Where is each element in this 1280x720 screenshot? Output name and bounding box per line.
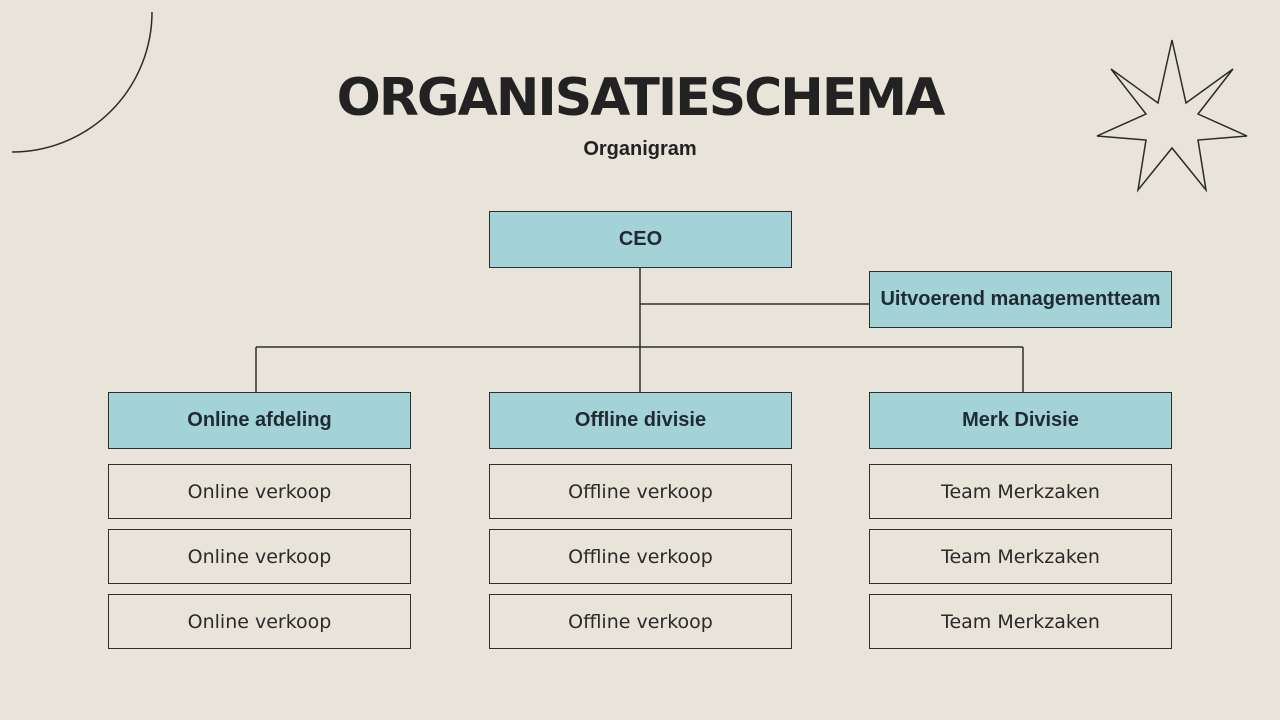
node-ceo: CEO	[489, 211, 792, 268]
node-brand-item-3: Team Merkzaken	[869, 594, 1172, 649]
node-management-team: Uitvoerend managementteam	[869, 271, 1172, 328]
decorative-arc	[11, 11, 153, 153]
node-division-brand: Merk Divisie	[869, 392, 1172, 449]
page-subtitle: Organigram	[583, 138, 697, 160]
node-brand-item-2: Team Merkzaken	[869, 529, 1172, 584]
node-online-item-3: Online verkoop	[108, 594, 411, 649]
node-online-item-1: Online verkoop	[108, 464, 411, 519]
node-online-item-2: Online verkoop	[108, 529, 411, 584]
node-division-offline: Offline divisie	[489, 392, 792, 449]
star-icon	[1096, 39, 1248, 193]
node-offline-item-3: Offline verkoop	[489, 594, 792, 649]
node-offline-item-1: Offline verkoop	[489, 464, 792, 519]
page-title: ORGANISATIESCHEMA	[336, 68, 946, 128]
node-division-online: Online afdeling	[108, 392, 411, 449]
node-brand-item-1: Team Merkzaken	[869, 464, 1172, 519]
node-offline-item-2: Offline verkoop	[489, 529, 792, 584]
